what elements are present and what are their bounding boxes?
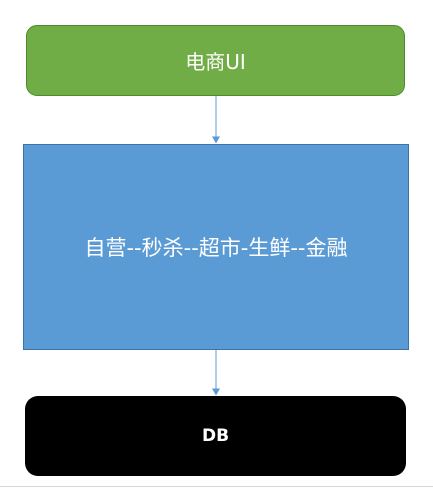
ui-node: 电商UI bbox=[26, 25, 405, 96]
services-node: 自营--秒杀--超市-生鲜--金融 bbox=[23, 144, 409, 350]
ui-node-label: 电商UI bbox=[185, 50, 246, 74]
bottom-divider bbox=[0, 486, 433, 487]
services-node-label: 自营--秒杀--超市-生鲜--金融 bbox=[84, 236, 348, 260]
db-node-label: DB bbox=[201, 426, 230, 446]
db-node: DB bbox=[25, 396, 406, 476]
